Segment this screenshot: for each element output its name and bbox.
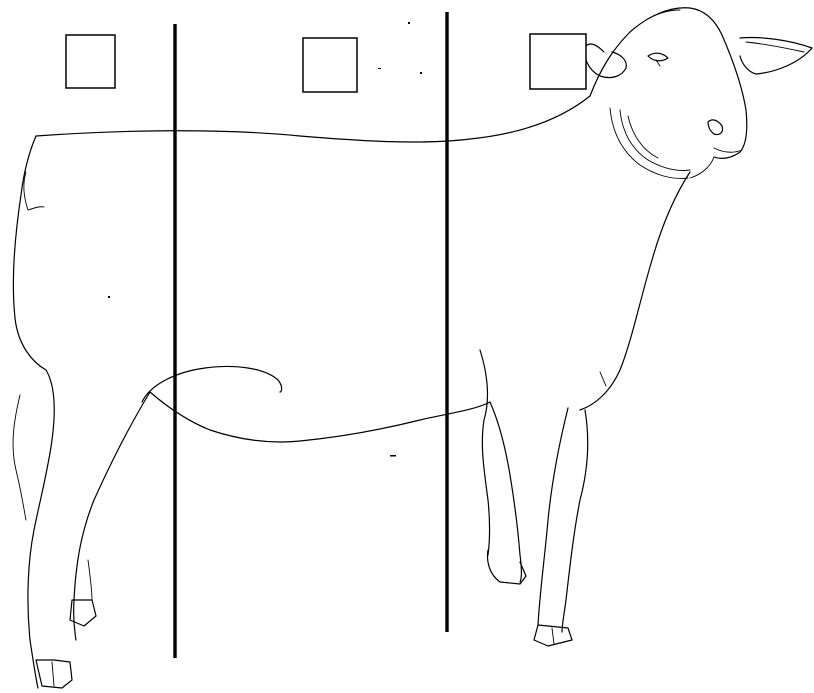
sheep-front-leg-near-back — [537, 407, 569, 626]
sheep-front-hoof-near — [533, 624, 573, 647]
sheep-nostril — [707, 119, 724, 136]
sheep-front-leg-far — [479, 349, 491, 556]
sheep-eye-mark — [655, 59, 661, 67]
sheep-ear-right — [739, 36, 813, 75]
sheep-hind-leg-back — [27, 369, 55, 689]
sheep-eye — [647, 52, 669, 62]
sheep-front-leg-near-front — [561, 409, 589, 633]
answer-box-2[interactable] — [302, 37, 358, 93]
speck — [420, 72, 422, 74]
sheep-belly-outline — [149, 391, 491, 443]
sheep-hind-leg-front — [73, 391, 151, 641]
sheep-chest-mark — [599, 371, 607, 387]
sheep-front-hoof-far — [486, 549, 527, 585]
speck — [108, 296, 110, 298]
sheep-hind-hoof-split — [51, 661, 55, 687]
sheep-neck-fold-1 — [619, 109, 691, 171]
sheep-hind-leg-2 — [87, 559, 93, 601]
sheep-forehead-line — [645, 9, 681, 21]
sheep-front-hoof-split — [551, 627, 555, 645]
sheep-chest-outline — [579, 171, 691, 411]
speck — [390, 455, 396, 457]
speck — [408, 22, 410, 24]
sheep-hind-hoof — [35, 659, 73, 689]
sheep-neck-fold-2 — [627, 115, 659, 159]
sheep-front-leg-far-inner — [489, 401, 523, 583]
sheep-ear-right-inner — [745, 41, 805, 53]
sheep-hind-hoof-2 — [69, 599, 97, 627]
sheep-hock-line — [12, 394, 27, 521]
sheep-mouth — [713, 147, 743, 153]
sheep-illustration — [12, 7, 813, 689]
sheep-jaw-line — [689, 156, 715, 179]
sheep-tail-mark — [23, 171, 45, 211]
sheep-back-outline — [35, 95, 591, 143]
speck — [378, 68, 381, 69]
sheep-head-outline — [589, 7, 748, 159]
sheep-neck-line — [609, 107, 689, 179]
answer-box-1[interactable] — [65, 34, 116, 89]
sheep-flank-curl — [141, 365, 283, 403]
answer-box-3[interactable] — [529, 33, 587, 90]
sheep-ear-left — [584, 43, 627, 79]
sheep-rump-outline — [12, 135, 47, 371]
